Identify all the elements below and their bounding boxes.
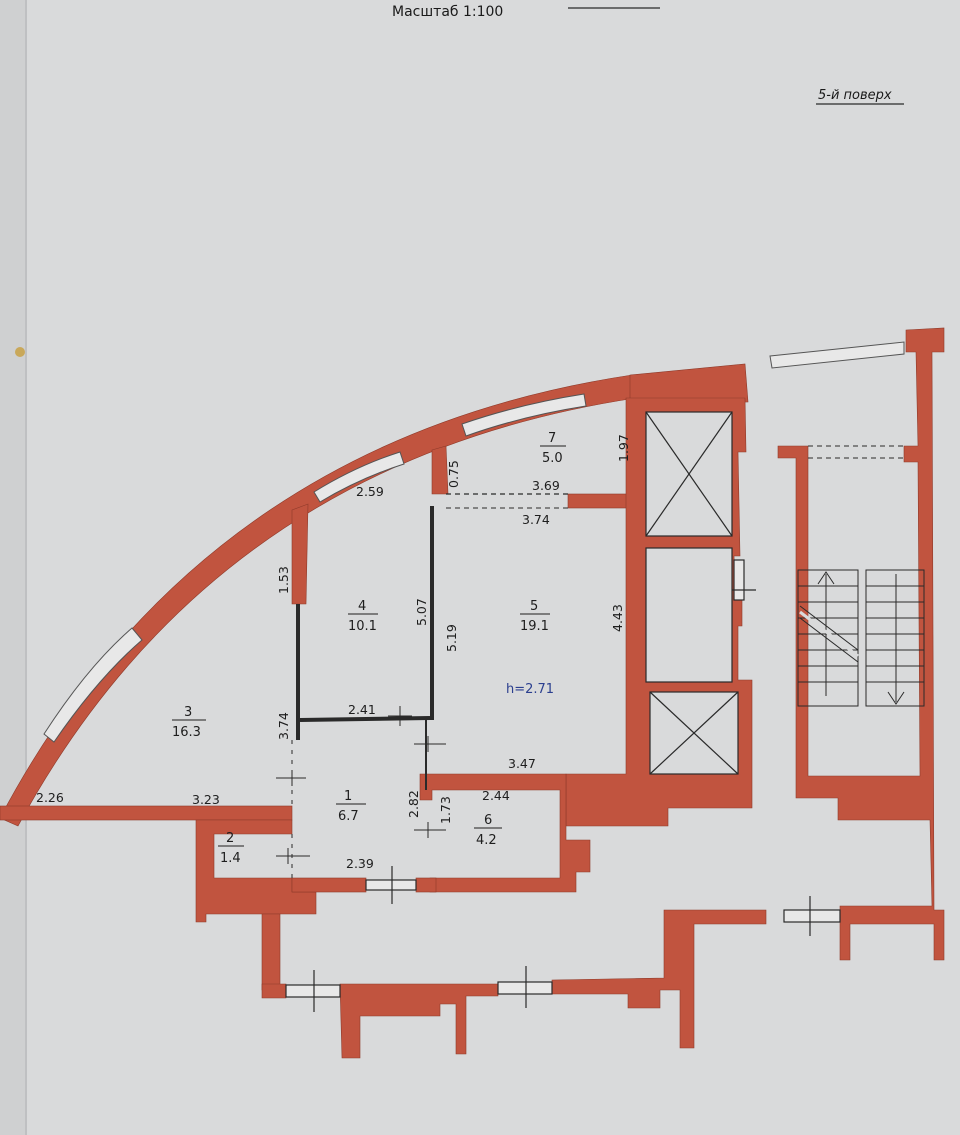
- stair-arrow-up-head: [817, 571, 835, 585]
- room-5-number: 5: [530, 599, 538, 614]
- dim-r4-side: 1.53: [276, 566, 291, 594]
- windows: [43, 341, 905, 743]
- corridor-door-2: [497, 981, 553, 995]
- room3-bottom-wall: [0, 805, 293, 821]
- room-2-number: 2: [226, 831, 234, 846]
- dim-r3-bottom: 3.23: [192, 792, 220, 807]
- top-wall: [629, 363, 749, 405]
- room-4-area: 10.1: [348, 619, 377, 634]
- dim-r1-bottom: 2.39: [346, 856, 374, 871]
- binder-hole: [15, 347, 25, 357]
- room-7-area: 5.0: [542, 451, 563, 466]
- dim-r1-side: 2.82: [406, 790, 421, 818]
- dim-r4-right: 5.07: [414, 598, 429, 626]
- floor-label: 5-й поверх: [818, 88, 892, 103]
- door-symbols: [285, 559, 841, 1012]
- dimension-labels: 2.26 3.23 3.74 2.59 1.53 5.07 2.41 5.19 …: [36, 434, 631, 871]
- room-3-area: 16.3: [172, 725, 201, 740]
- opening-markers: [276, 706, 446, 864]
- room-7-number: 7: [548, 431, 556, 446]
- shaft-vent: [733, 559, 745, 601]
- partition-4-1: [299, 716, 431, 722]
- corridor-bottom-wall-3: [551, 909, 767, 1049]
- dim-r7-right: 1.97: [616, 434, 631, 462]
- room1-bottom-wall: [291, 877, 367, 893]
- dim-r6-side: 1.73: [438, 796, 453, 824]
- corridor-left-wall: [261, 913, 281, 991]
- partitions: [291, 445, 904, 878]
- corridor-bottom-wall-2: [339, 983, 499, 1059]
- window-room7: [461, 393, 587, 437]
- dim-r5-left: 5.19: [444, 624, 459, 652]
- dim-r4-bottom: 2.41: [348, 702, 376, 717]
- stair-break-line-edge: [799, 605, 859, 651]
- partition-3-4-stub: [291, 503, 309, 605]
- room-3-number: 3: [184, 705, 192, 720]
- room-2-area: 1.4: [220, 851, 241, 866]
- room-6-area: 4.2: [476, 833, 497, 848]
- machine-room: [645, 547, 733, 683]
- corridor-bottom-wall-1: [261, 983, 287, 999]
- stair-flight-right: [865, 569, 925, 707]
- dim-r5-right: 4.43: [610, 604, 625, 632]
- stair-break-line: [799, 610, 859, 658]
- elevator-shaft-1-cross-b: [645, 411, 733, 537]
- stair-block-walls: [777, 327, 945, 961]
- dim-r7-left: 0.75: [446, 460, 461, 488]
- dim-r6-top: 2.44: [482, 788, 510, 803]
- window-top-right: [769, 341, 905, 369]
- scale-label: Масштаб 1:100: [392, 4, 503, 20]
- room-1-number: 1: [344, 789, 352, 804]
- elevator-shafts: [645, 411, 739, 775]
- ceiling-height: h=2.71: [506, 682, 554, 697]
- elevator-shaft-2-cross-b: [649, 691, 739, 775]
- wall-5-7: [567, 493, 635, 509]
- window-room3: [43, 627, 143, 743]
- stair-flight-left: [797, 569, 859, 707]
- room-1-area: 6.7: [338, 809, 359, 824]
- dim-r5-top: 3.74: [522, 512, 550, 527]
- paper-left-edge: [0, 0, 26, 1135]
- right-door: [783, 909, 841, 923]
- room-labels: 7 5.0 4 10.1 5 19.1 3 16.3 1 6.7 2 1.4 6…: [172, 431, 566, 866]
- dim-r3-side: 3.74: [276, 712, 291, 740]
- corridor-door: [285, 984, 341, 998]
- stairs: [797, 569, 925, 707]
- stair-break-line-edge-b: [799, 617, 859, 663]
- room1-bottom-wall-2: [415, 877, 437, 893]
- room-4-number: 4: [358, 599, 366, 614]
- dim-r5-bottom: 3.47: [508, 756, 536, 771]
- entry-door: [365, 879, 417, 891]
- room-6-number: 6: [484, 813, 492, 828]
- dim-r3-bottom-left: 2.26: [36, 790, 64, 805]
- room-5-area: 19.1: [520, 619, 549, 634]
- dim-r7-top: 3.69: [532, 478, 560, 493]
- dim-r4-top: 2.59: [356, 484, 384, 499]
- window-room4: [313, 451, 405, 503]
- stair-arrow-down-head: [887, 691, 905, 705]
